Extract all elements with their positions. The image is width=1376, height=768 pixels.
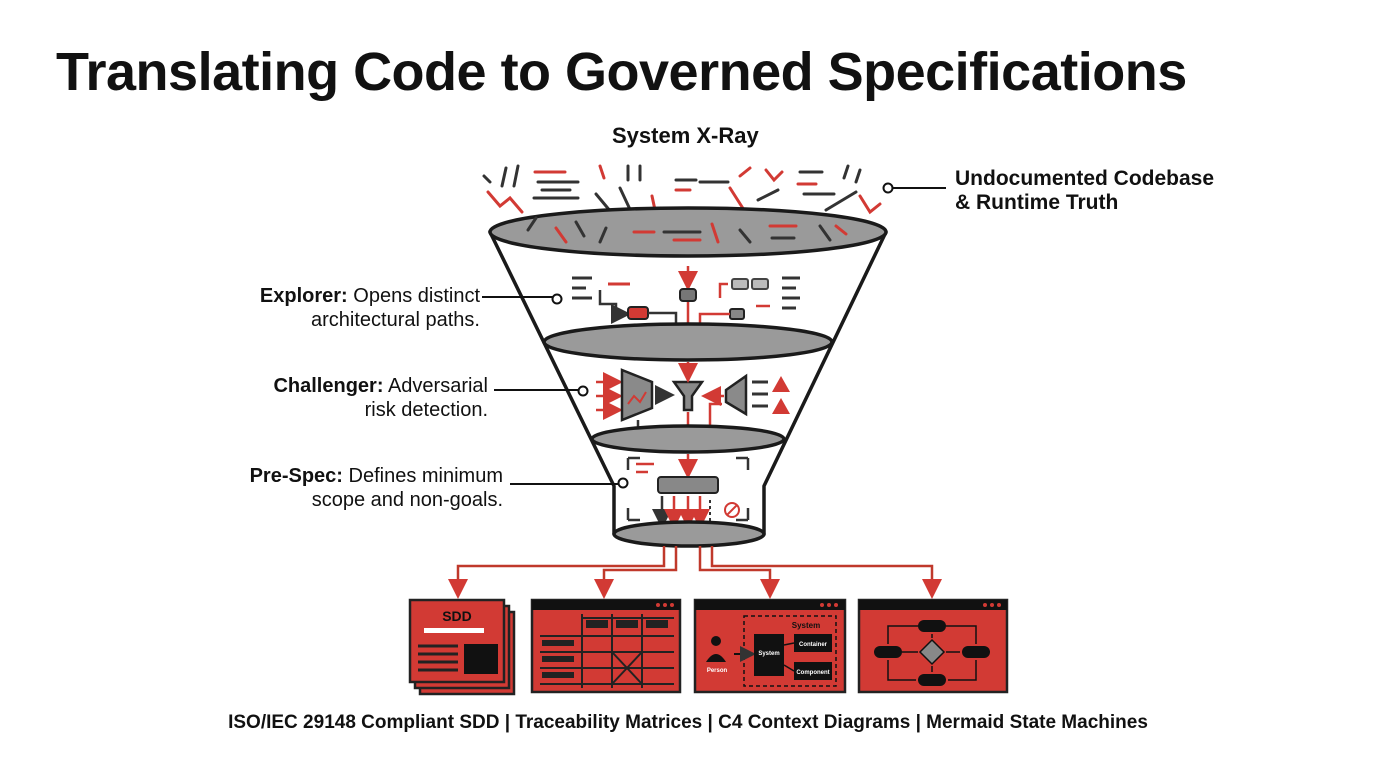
c4-person-label: Person [707, 668, 728, 674]
fragments-in-opening [526, 216, 848, 244]
c4-component-label: Component [796, 670, 829, 676]
page-title: Translating Code to Governed Specificati… [56, 42, 1187, 102]
challenger-desc-line2: risk detection. [364, 399, 488, 421]
sdd-document-icon [408, 598, 516, 696]
prespec-stage-icons [626, 454, 750, 529]
outputs-caption: ISO/IEC 29148 Compliant SDD | Traceabili… [228, 712, 1148, 733]
explorer-name: Explorer: [259, 285, 348, 307]
challenger-desc-line1: Adversarial [387, 375, 488, 397]
c4-context-diagram-icon [693, 598, 847, 694]
c4-system-label: System [758, 651, 779, 657]
explorer-callout: Explorer: Opens distinct architectural p… [200, 284, 480, 332]
c4-container-label: Container [799, 642, 828, 648]
c4-system-boundary-label: System [792, 621, 820, 630]
input-label-line2: & Runtime Truth [955, 191, 1119, 214]
prespec-desc-line1: Defines minimum [348, 465, 503, 487]
mermaid-state-machine-icon [857, 598, 1009, 694]
challenger-callout: Challenger: Adversarial risk detection. [206, 374, 488, 422]
output-arrows [448, 546, 942, 599]
funnel-bottom-opening [612, 520, 766, 548]
sdd-label: SDD [442, 608, 472, 624]
input-label: Undocumented Codebase & Runtime Truth [955, 167, 1214, 215]
challenger-stage-icons [596, 362, 790, 449]
prespec-callout: Pre-Spec: Defines minimum scope and non-… [200, 464, 503, 512]
prespec-name: Pre-Spec: [249, 465, 343, 487]
explorer-desc-line2: architectural paths. [311, 309, 480, 331]
callout-connectors [482, 182, 946, 489]
challenger-name: Challenger: [273, 375, 384, 397]
funnel-ring-3 [590, 424, 786, 454]
traceability-matrix-icon [530, 598, 682, 694]
input-label-line1: Undocumented Codebase [955, 167, 1215, 190]
explorer-stage-icons [572, 266, 800, 357]
funnel-heading: System X-Ray [612, 123, 759, 148]
prespec-desc-line2: scope and non-goals. [311, 489, 503, 511]
explorer-desc-line1: Opens distinct [353, 285, 480, 307]
funnel-ring-2 [542, 322, 834, 362]
